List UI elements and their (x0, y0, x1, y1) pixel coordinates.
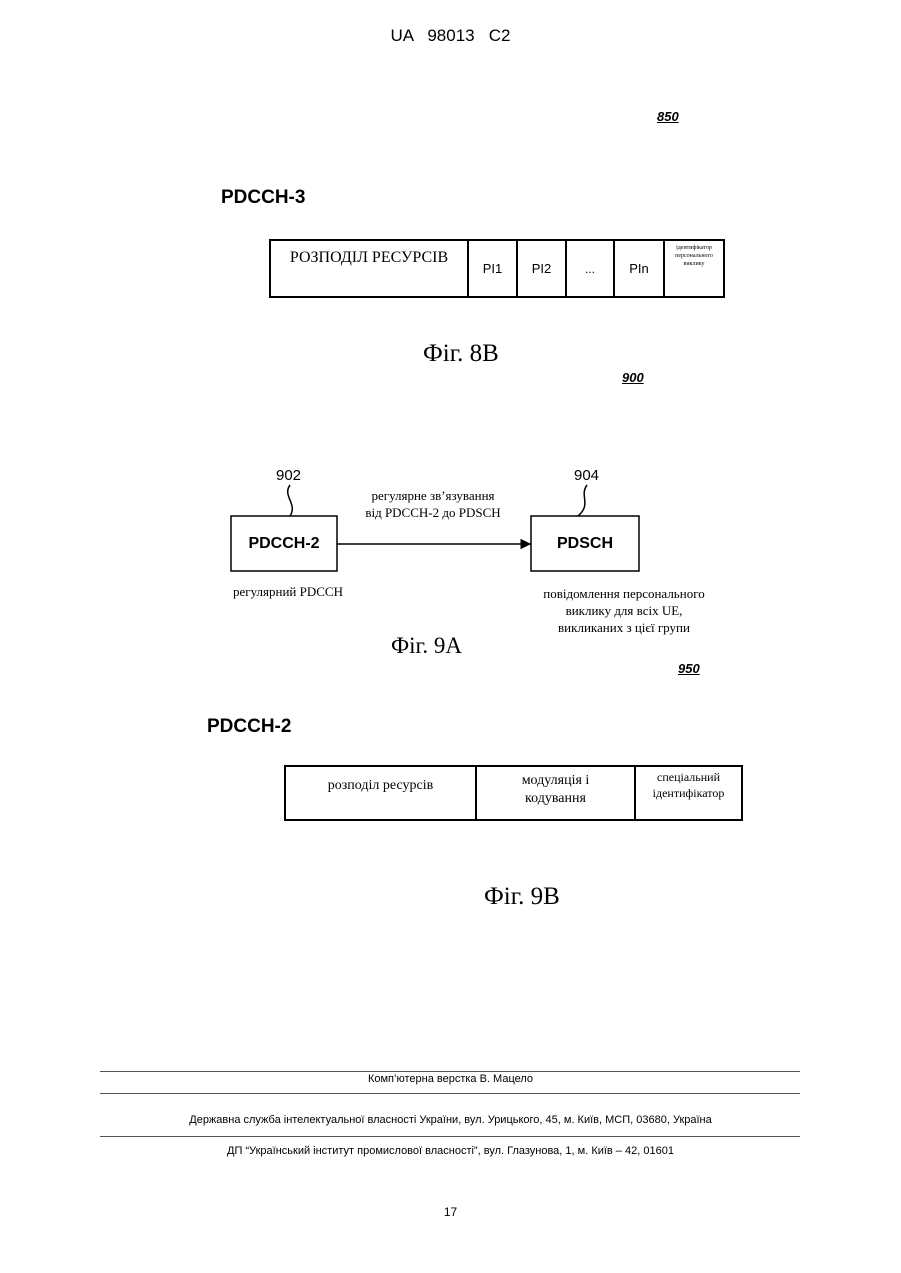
arrow-label: регулярне зв’язування від PDCCH-2 до PDS… (338, 487, 528, 521)
arrow-label-line-1: регулярне зв’язування (338, 487, 528, 504)
fig9b-ref-number: 950 (678, 661, 700, 676)
box2-caption-line-3: викликаних з цієї групи (524, 619, 724, 636)
box1-caption: регулярний PDCCH (233, 584, 343, 600)
fig9b-field-label: модуляція і кодування (522, 772, 590, 819)
footer-divider (100, 1071, 800, 1072)
box2-caption-line-1: повідомлення персонального (524, 585, 724, 602)
footer-divider (100, 1093, 800, 1094)
box1-ref-number: 902 (276, 467, 301, 484)
box2-ref-number: 904 (574, 467, 599, 484)
fig9b-field2-line-2: кодування (522, 790, 590, 808)
fig9b-caption: Фіг. 9В (484, 883, 560, 911)
fig9b-field-label: розподіл ресурсів (328, 778, 433, 819)
fig9b-field2-line-1: модуляція і (522, 772, 590, 790)
box2-label: PDSCH (531, 535, 639, 553)
arrow-label-line-2: від PDCCH-2 до PDSCH (338, 504, 528, 521)
fig9a-diagram (0, 0, 901, 700)
footer-divider (100, 1136, 800, 1137)
fig9b-field3-line-2: ідентифікатор (653, 785, 725, 801)
fig9b-field-label: спеціальний ідентифікатор (653, 769, 725, 819)
footer-agency: Державна служба інтелектуальної власност… (0, 1114, 901, 1126)
footer-institute: ДП “Український інститут промислової вла… (0, 1145, 901, 1157)
box2-caption-line-2: виклику для всіх UE, (524, 602, 724, 619)
box2-caption: повідомлення персонального виклику для в… (524, 585, 724, 636)
fig9b-channel-label: PDCCH-2 (207, 716, 291, 738)
fig9a-caption: Фіг. 9А (391, 633, 462, 659)
box1-label: PDCCH-2 (231, 535, 337, 553)
fig9b-field3-line-1: спеціальний (653, 769, 725, 785)
box1-leader-line (288, 485, 293, 516)
footer-layout-credit: Комп’ютерна верстка В. Мацело (0, 1073, 901, 1085)
fig9b-field-special-identifier: спеціальний ідентифікатор (636, 767, 741, 819)
fig9b-field-row: розподіл ресурсів модуляція і кодування … (284, 765, 743, 821)
box2-leader-line (578, 485, 587, 516)
page-number: 17 (0, 1205, 901, 1219)
fig9b-field-modulation-coding: модуляція і кодування (477, 767, 636, 819)
fig9b-field-resource-allocation: розподіл ресурсів (286, 767, 477, 819)
